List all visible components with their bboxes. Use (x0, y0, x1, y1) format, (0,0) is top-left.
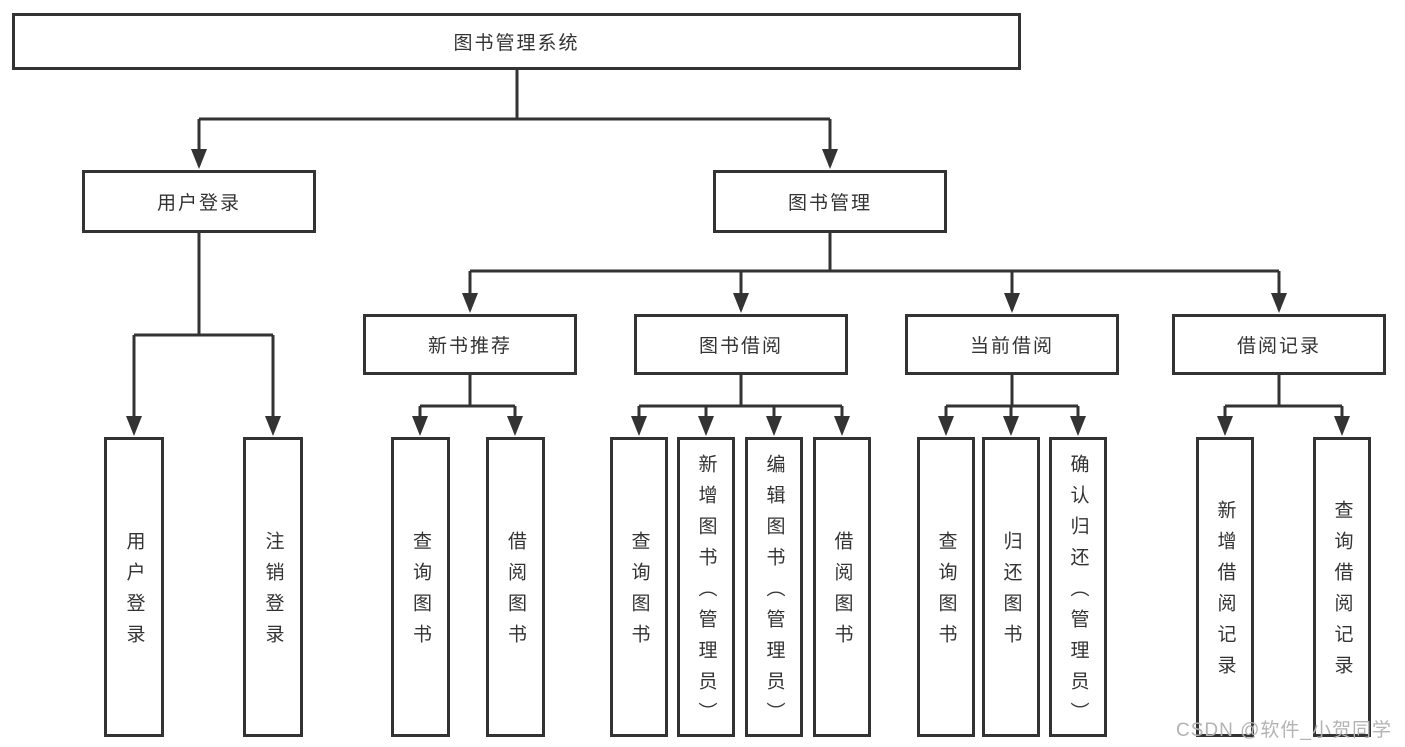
leaf-borrow-books-2-label: 借阅图书 (831, 531, 853, 655)
leaf-user-login: 用户登录 (104, 437, 164, 737)
leaf-edit-books-admin: 编辑图书（管理员） (745, 437, 803, 737)
leaf-query-books-1: 查询图书 (391, 437, 450, 737)
leaf-query-borrow-record-label: 查询借阅记录 (1331, 500, 1353, 686)
leaf-add-borrow-record-label: 新增借阅记录 (1214, 500, 1236, 686)
node-root-label: 图书管理系统 (453, 33, 580, 54)
watermark: CSDN @软件_小贺同学 (1176, 720, 1392, 741)
leaf-query-books-3: 查询图书 (917, 437, 975, 737)
leaf-confirm-return-admin-label: 确认归还（管理员） (1067, 453, 1089, 733)
leaf-user-login-label: 用户登录 (123, 531, 145, 655)
node-current-borrow-label: 当前借阅 (969, 336, 1054, 357)
leaf-logout-label: 注销登录 (262, 531, 284, 655)
node-user-login: 用户登录 (82, 170, 316, 233)
leaf-add-books-admin-label: 新增图书（管理员） (695, 453, 717, 733)
node-book-borrow: 图书借阅 (634, 314, 848, 375)
leaf-query-books-3-label: 查询图书 (935, 531, 957, 655)
leaf-borrow-books-2: 借阅图书 (813, 437, 871, 737)
leaf-confirm-return-admin: 确认归还（管理员） (1049, 437, 1107, 737)
leaf-logout: 注销登录 (243, 437, 303, 737)
leaf-query-borrow-record: 查询借阅记录 (1313, 437, 1371, 737)
leaf-return-books: 归还图书 (982, 437, 1040, 737)
node-book-management-label: 图书管理 (787, 193, 872, 214)
leaf-query-books-2: 查询图书 (610, 437, 668, 737)
leaf-borrow-books-1-label: 借阅图书 (505, 531, 526, 655)
node-current-borrow: 当前借阅 (905, 314, 1119, 375)
leaf-edit-books-admin-label: 编辑图书（管理员） (763, 453, 785, 733)
node-book-borrow-label: 图书借阅 (698, 336, 783, 357)
node-new-book-recommend: 新书推荐 (363, 314, 577, 375)
leaf-return-books-label: 归还图书 (1000, 531, 1022, 655)
node-book-management: 图书管理 (713, 170, 947, 233)
leaf-add-books-admin: 新增图书（管理员） (677, 437, 735, 737)
node-borrow-records-label: 借阅记录 (1236, 336, 1321, 357)
leaf-query-books-1-label: 查询图书 (410, 531, 431, 655)
leaf-add-borrow-record: 新增借阅记录 (1196, 437, 1254, 737)
node-new-book-recommend-label: 新书推荐 (427, 336, 512, 357)
leaf-borrow-books-1: 借阅图书 (486, 437, 545, 737)
node-borrow-records: 借阅记录 (1172, 314, 1386, 375)
node-root: 图书管理系统 (12, 13, 1021, 70)
node-user-login-label: 用户登录 (156, 193, 241, 214)
leaf-query-books-2-label: 查询图书 (628, 531, 650, 655)
